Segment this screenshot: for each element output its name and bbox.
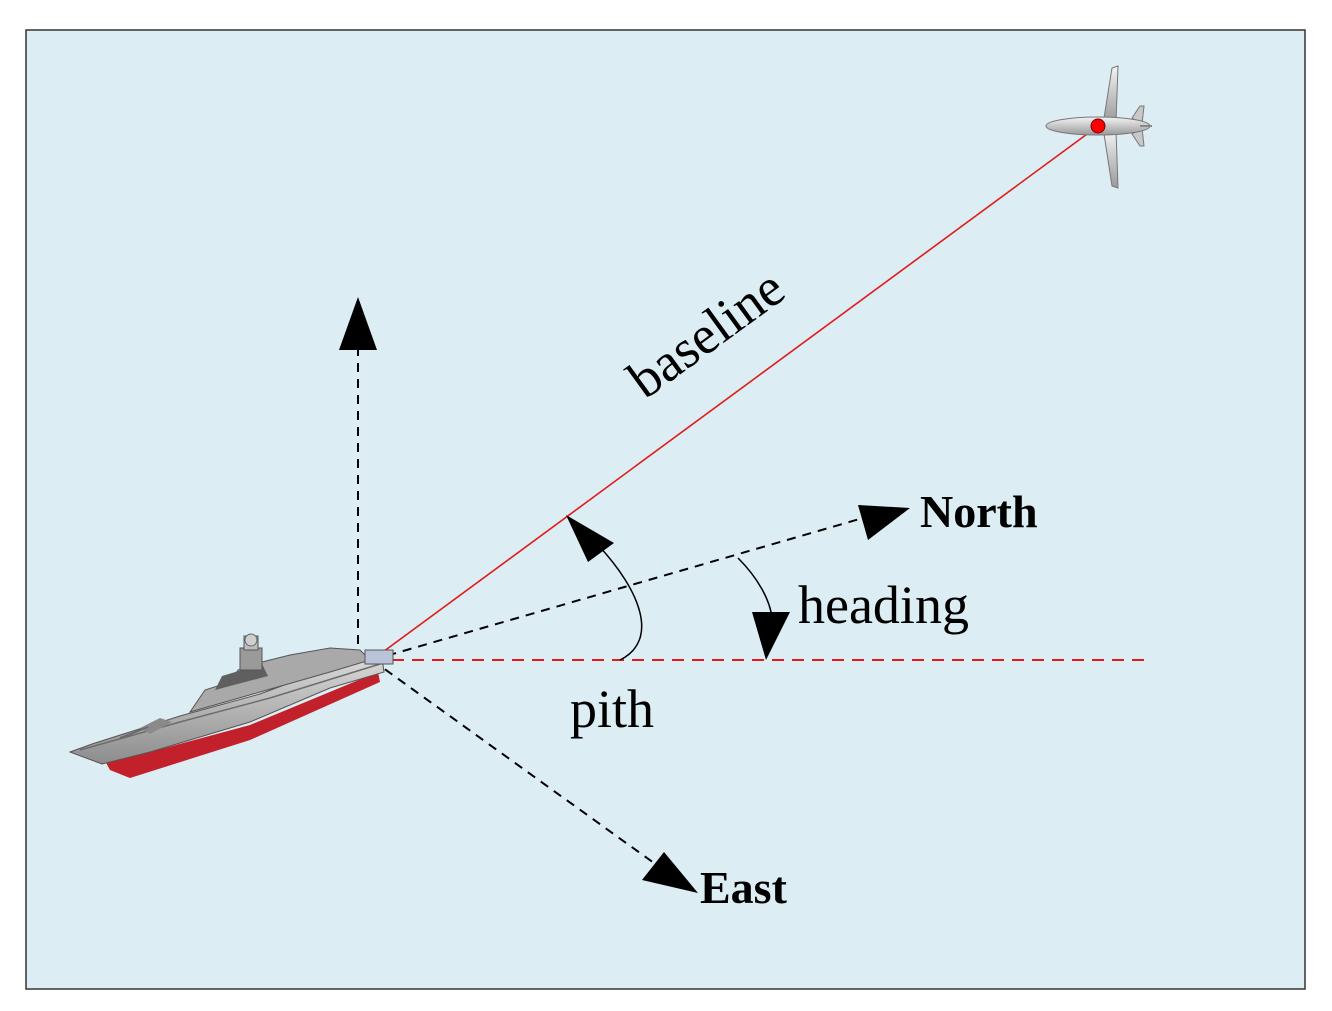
target-point (1090, 118, 1106, 134)
east-axis-arrowhead (642, 852, 698, 893)
heading-label: heading (798, 575, 969, 635)
warship-icon (68, 633, 394, 778)
east-label: East (700, 862, 788, 913)
baseline-line (371, 125, 1099, 661)
vertical-axis-arrowhead (339, 297, 377, 350)
heading-angle-arrowhead (752, 612, 790, 660)
pitch-angle-arc (597, 544, 643, 661)
pitch-angle-arrowhead (566, 515, 614, 562)
east-axis (371, 659, 673, 877)
pitch-label: pith (570, 679, 654, 739)
north-label: North (920, 486, 1038, 537)
north-axis (371, 515, 871, 661)
north-axis-arrowhead (858, 505, 910, 540)
background-panel (25, 29, 1306, 990)
